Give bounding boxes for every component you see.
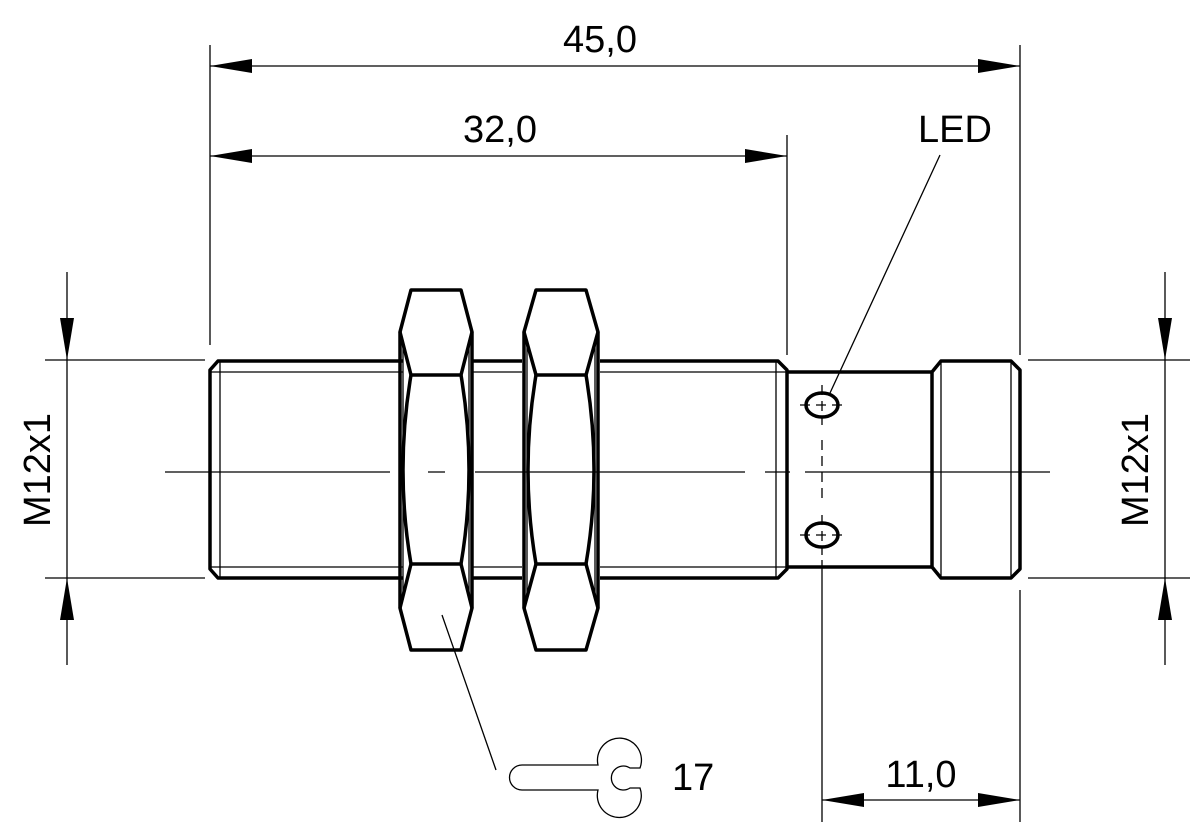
led-label: LED xyxy=(918,109,992,151)
dimension-thread-length: 32,0 xyxy=(210,109,787,163)
rear-housing xyxy=(787,359,1022,580)
thread-label-left: M12x1 xyxy=(17,413,59,527)
dimension-thread-left: M12x1 xyxy=(17,272,74,665)
wrench-leader-line xyxy=(441,614,497,771)
dimension-overall-length: 45,0 xyxy=(210,19,1020,73)
dimension-thread-right: M12x1 xyxy=(1115,272,1172,665)
wrench-size-label: 17 xyxy=(672,757,714,799)
led-leader-line xyxy=(829,154,941,394)
thread-label-right: M12x1 xyxy=(1115,413,1157,527)
hex-nut-1 xyxy=(398,288,474,652)
threaded-body xyxy=(208,359,789,580)
dimension-connector-length: 11,0 xyxy=(822,754,1020,807)
hex-nut-2 xyxy=(522,288,600,652)
extension-lines xyxy=(45,45,1190,822)
dimension-text-45: 45,0 xyxy=(563,19,637,61)
led-center-marks xyxy=(800,385,846,555)
wrench-icon xyxy=(508,737,643,819)
dimension-text-11: 11,0 xyxy=(885,754,956,796)
dimension-text-32: 32,0 xyxy=(463,109,537,151)
